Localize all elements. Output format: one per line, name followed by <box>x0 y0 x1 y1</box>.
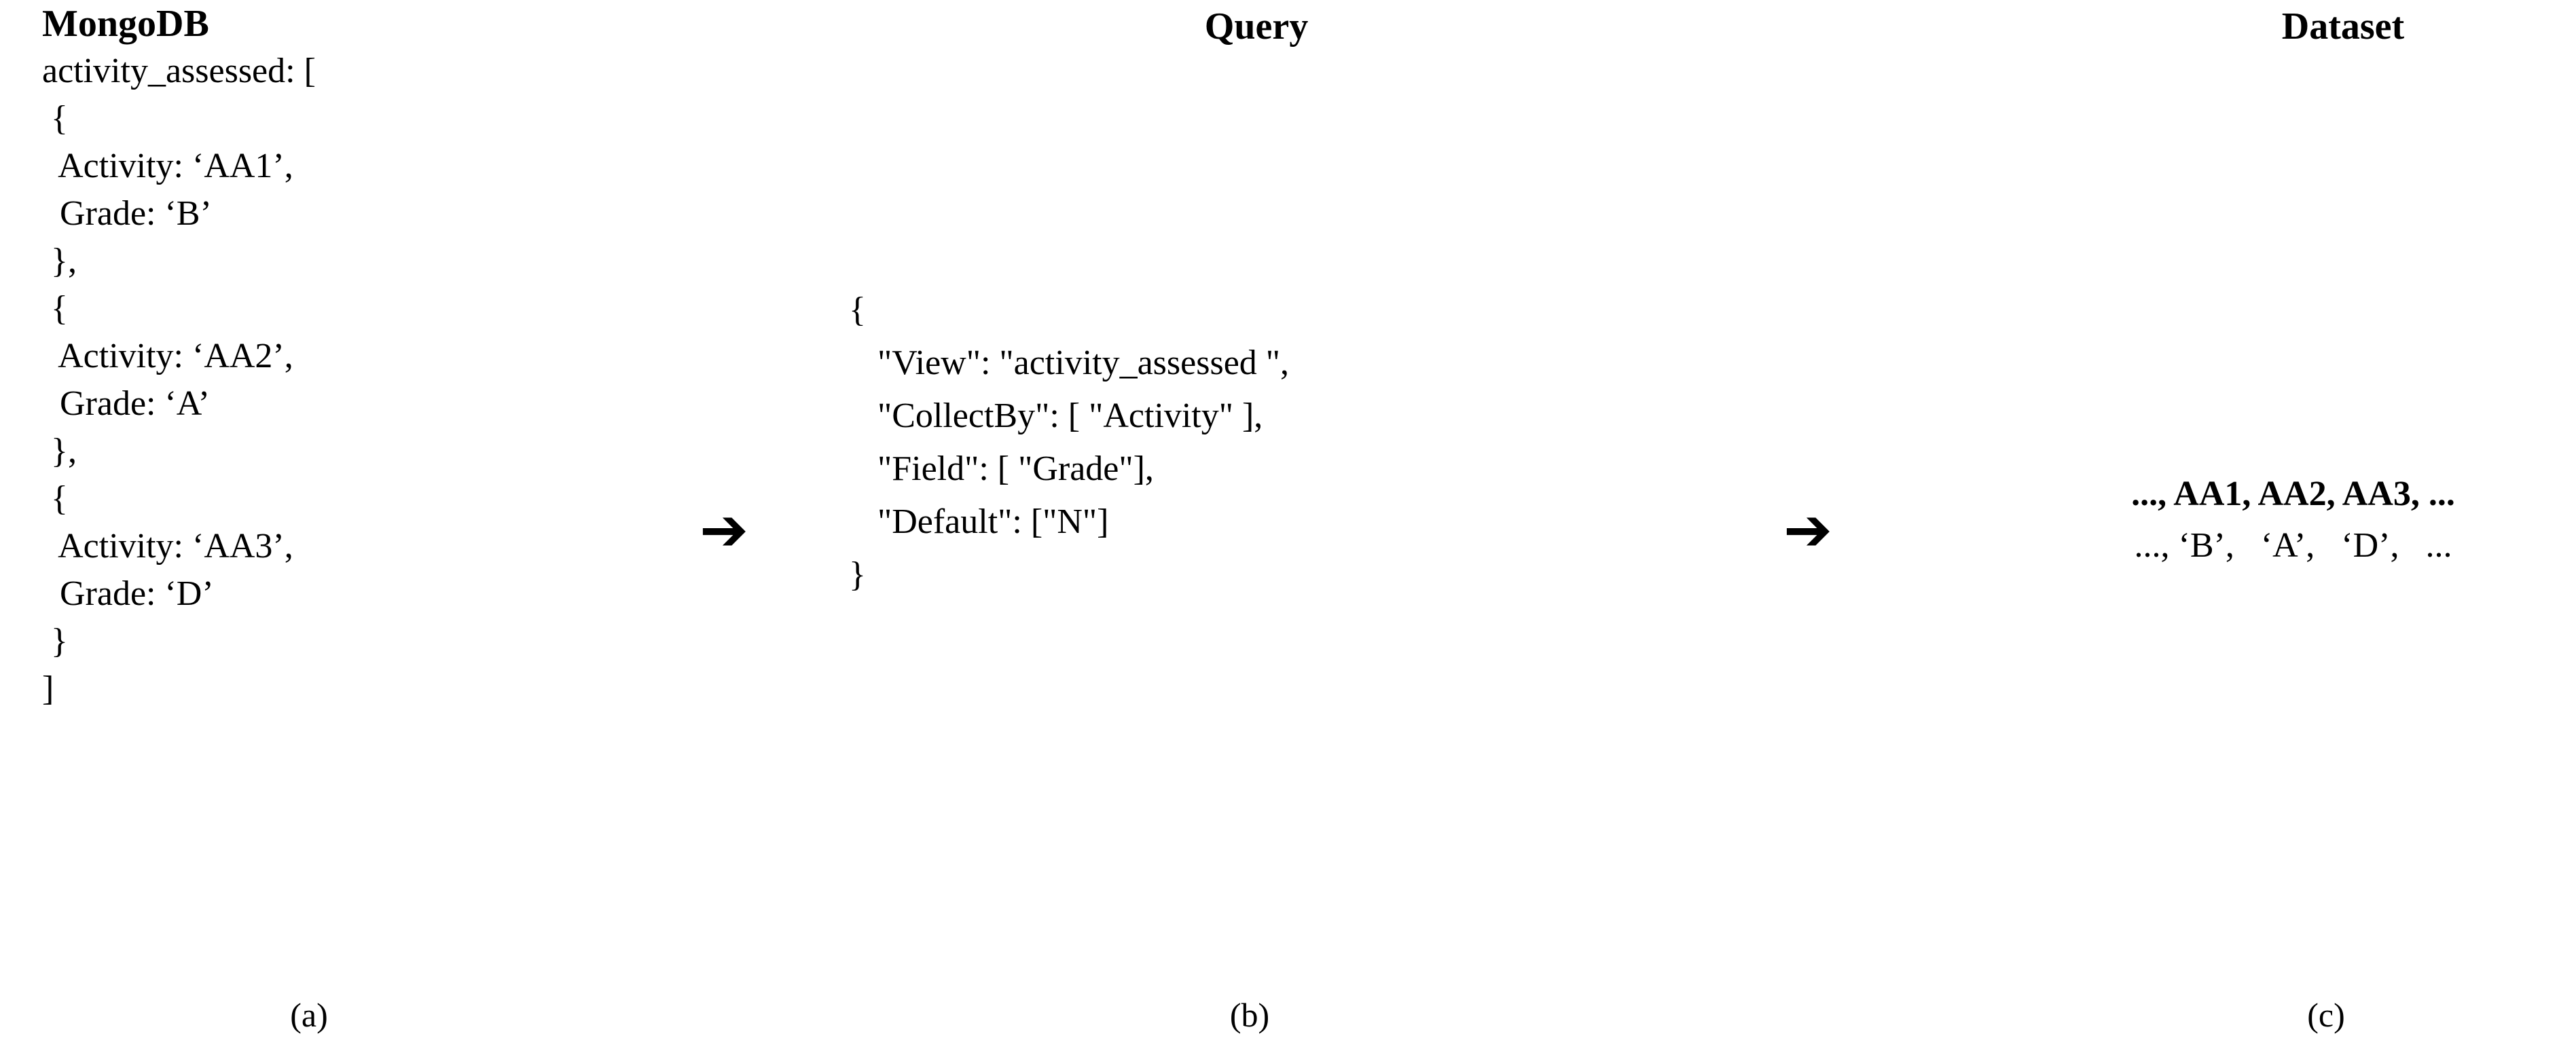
mongodb-line: Grade: ‘A’ <box>42 384 210 423</box>
panel-mongodb: MongoDB activity_assessed: [ { Activity:… <box>42 0 681 713</box>
arrow-right-icon: ➔ <box>1783 496 1833 564</box>
panel-dataset-title: Dataset <box>2281 5 2405 48</box>
subfigure-caption-a: (a) <box>290 996 328 1034</box>
query-line-default: "Default": ["N"] <box>877 502 1109 541</box>
mongodb-line: activity_assessed: [ <box>42 52 316 90</box>
mongodb-line: } <box>42 622 68 661</box>
mongodb-line: ] <box>42 669 54 708</box>
dataset-row-grades: ..., ‘B’, ‘A’, ‘D’, ... <box>2134 526 2452 565</box>
query-line-collectby: "CollectBy": [ "Activity" ], <box>877 396 1263 435</box>
panel-dataset: ..., AA1, AA2, AA3, ... ..., ‘B’, ‘A’, ‘… <box>2010 468 2576 572</box>
arrow-right-icon: ➔ <box>700 496 749 564</box>
mongodb-line: { <box>42 479 68 518</box>
mongodb-line: Activity: ‘AA3’, <box>42 527 293 565</box>
panel-query: { "View": "activity_assessed ", "Collect… <box>849 284 1732 601</box>
mongodb-line: { <box>42 289 68 328</box>
query-line-open-brace: { <box>849 291 866 329</box>
mongodb-line: Grade: ‘D’ <box>42 574 214 613</box>
subfigure-caption-c: (c) <box>2307 996 2345 1034</box>
panel-query-title: Query <box>1204 5 1309 48</box>
panel-mongodb-title: MongoDB <box>42 3 209 45</box>
query-line-view: "View": "activity_assessed ", <box>877 344 1289 382</box>
query-line-field: "Field": [ "Grade"], <box>877 449 1154 488</box>
subfigure-caption-b: (b) <box>1229 996 1270 1034</box>
mongodb-line: Activity: ‘AA2’, <box>42 337 293 375</box>
query-line-close-brace: } <box>849 555 866 594</box>
mongodb-line: }, <box>42 432 77 470</box>
mongodb-line: Activity: ‘AA1’, <box>42 147 293 185</box>
dataset-row-activities: ..., AA1, AA2, AA3, ... <box>2131 475 2455 513</box>
mongodb-line: }, <box>42 242 77 280</box>
mongodb-line: { <box>42 99 68 138</box>
mongodb-line: Grade: ‘B’ <box>42 194 212 233</box>
